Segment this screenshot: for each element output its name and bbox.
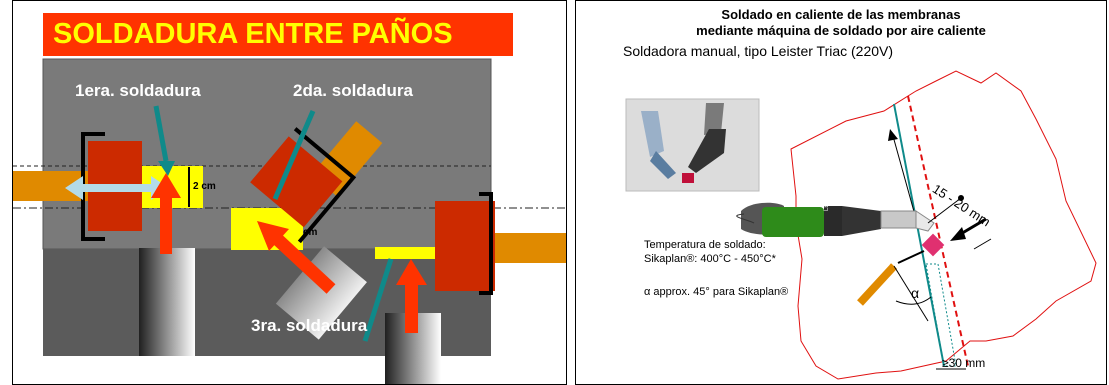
weld-2-label: 2da. soldadura <box>293 81 413 100</box>
hot-air-welding-diagram <box>625 70 1097 380</box>
support-block-2-group <box>275 246 367 340</box>
dim-15-20-dot <box>958 195 964 201</box>
arrow-3-shaft <box>405 283 418 333</box>
pointer-3 <box>362 258 394 342</box>
weld-seam-line <box>907 95 969 367</box>
left-panel: SOLDADURA ENTRE PAÑOS 1era. soldadura 2d… <box>12 0 567 385</box>
weld-strip-3 <box>375 247 435 259</box>
membrane-outline <box>790 70 1097 380</box>
arrow-2-head <box>257 221 289 251</box>
right-panel: Soldado en caliente de las membranas med… <box>575 0 1107 385</box>
right-title-line1: Soldado en caliente de las membranas <box>721 7 961 22</box>
roller-2-group <box>250 121 383 244</box>
photo-roller <box>682 173 694 183</box>
pointer-1-head <box>158 161 175 176</box>
gun-body <box>762 207 824 237</box>
pointer-1 <box>153 105 169 162</box>
gun-collar <box>824 206 842 236</box>
hands-photo-frame <box>625 98 760 192</box>
right-title-line2: mediante máquina de soldado por aire cal… <box>696 23 986 38</box>
pressure-roller <box>921 233 945 257</box>
gun-cone <box>842 206 881 236</box>
roller-arm <box>897 250 925 264</box>
photo-sleeve-left <box>641 111 664 157</box>
roller-3-bracket <box>479 192 493 295</box>
arrow-2-shaft <box>270 232 336 294</box>
angle-note: α approx. 45° para Sikaplan® <box>644 286 789 298</box>
cm-label: cm <box>303 227 318 238</box>
double-arrow-head-left <box>65 176 83 200</box>
roller-handle <box>857 263 897 306</box>
arrow-1-head <box>151 173 181 198</box>
dim-30-label: ≥30 mm <box>942 356 986 370</box>
gun-cable <box>736 213 755 224</box>
overlap-hatch <box>925 263 957 367</box>
membrane-edge-line <box>893 103 945 367</box>
gun-brand-label: LEISTER <box>824 185 830 211</box>
roller-2 <box>250 136 343 228</box>
temp-label: Temperatura de soldado: <box>644 239 766 251</box>
move-arrow <box>973 238 992 250</box>
left-title: SOLDADURA ENTRE PAÑOS <box>43 13 513 56</box>
pointer-2 <box>272 110 316 200</box>
right-pipe <box>493 233 566 263</box>
gun-nozzle <box>880 210 917 229</box>
temp-value: Sikaplan®: 400°C - 450°C* <box>644 253 776 265</box>
angle-line <box>893 265 929 322</box>
roller-3 <box>435 201 495 291</box>
alpha-label: α <box>911 285 920 301</box>
arrow-3-head <box>396 259 427 285</box>
weld-1-label: 1era. soldadura <box>75 81 201 100</box>
roller-2-bracket <box>293 127 357 244</box>
right-subtitle: Soldadora manual, tipo Leister Triac (22… <box>623 43 894 59</box>
gap-label: 2 cm <box>193 181 216 192</box>
direction-arrow-head <box>888 129 898 141</box>
arrow-1-shaft <box>160 196 172 254</box>
gun-tip <box>915 210 935 232</box>
support-block-1 <box>139 248 195 356</box>
weld-3-label: 3ra. soldadura <box>251 316 368 335</box>
push-arrow-head <box>950 227 966 241</box>
welding-sheets-diagram <box>13 58 566 384</box>
support-block-2 <box>275 246 367 340</box>
photo-sleeve-right <box>704 103 724 135</box>
photo-gun-right <box>688 129 726 173</box>
angle-arc <box>895 296 932 305</box>
dim-15-20-line <box>927 197 962 224</box>
photo-tool-left <box>650 151 676 179</box>
